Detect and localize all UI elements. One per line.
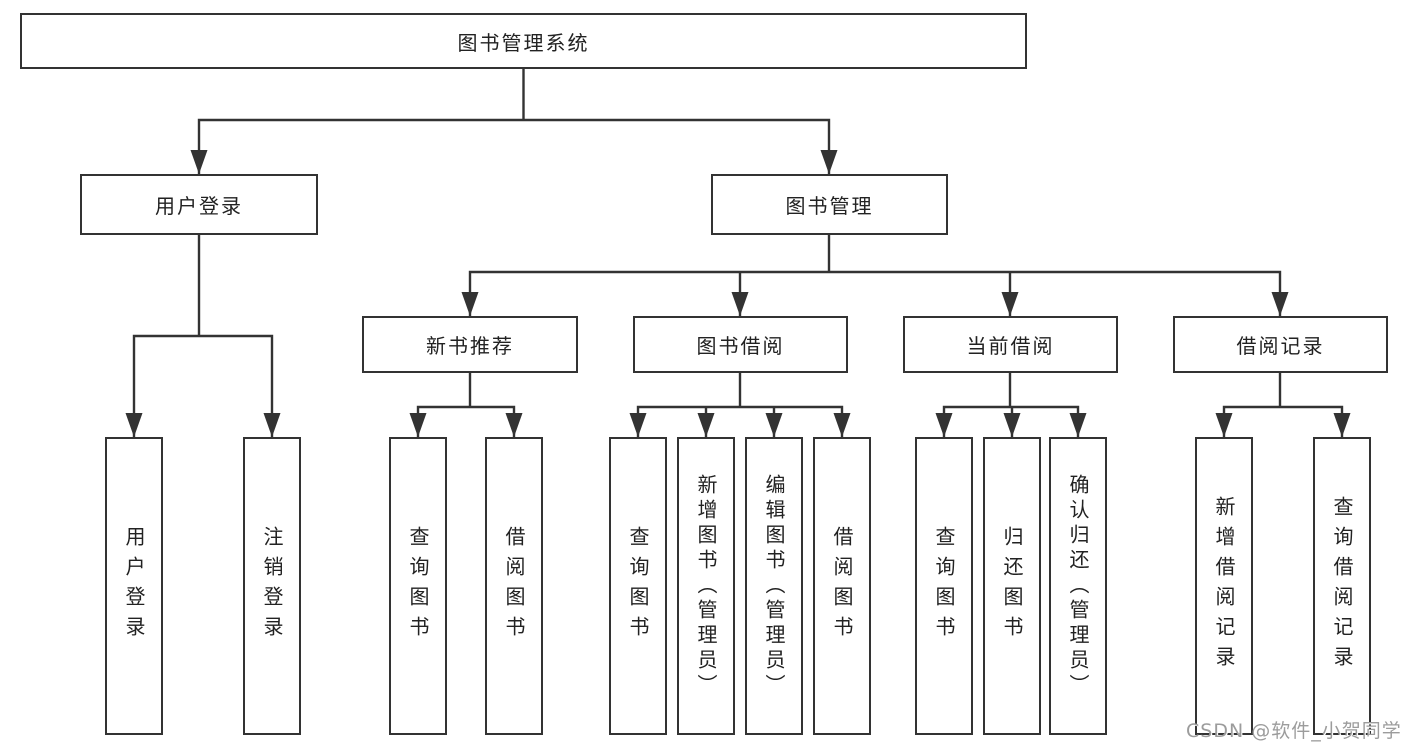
- leaf-query-borrow-record: 查询借阅记录: [1313, 437, 1371, 735]
- leaf-return-books: 归还图书: [983, 437, 1041, 735]
- node-current-borrowing: 当前借阅: [903, 316, 1118, 373]
- leaf-add-borrow-record: 新增借阅记录: [1195, 437, 1253, 735]
- watermark-text: CSDN @软件_小贺同学: [1186, 720, 1402, 742]
- node-borrowing-records: 借阅记录: [1173, 316, 1388, 373]
- leaf-user-login: 用户登录: [105, 437, 163, 735]
- leaf-query-books-newrec: 查询图书: [389, 437, 447, 735]
- leaf-edit-books-admin: 编辑图书（管理员）: [745, 437, 803, 735]
- node-book-management: 图书管理: [711, 174, 948, 235]
- node-root: 图书管理系统: [20, 13, 1027, 69]
- leaf-borrow-books-newrec: 借阅图书: [485, 437, 543, 735]
- leaf-logout-login: 注销登录: [243, 437, 301, 735]
- node-new-book-recommendation: 新书推荐: [362, 316, 578, 373]
- leaf-borrow-books-borrowing: 借阅图书: [813, 437, 871, 735]
- leaf-query-books-borrowing: 查询图书: [609, 437, 667, 735]
- leaf-query-books-current: 查询图书: [915, 437, 973, 735]
- node-user-login: 用户登录: [80, 174, 318, 235]
- leaf-confirm-return-admin: 确认归还（管理员）: [1049, 437, 1107, 735]
- leaf-add-books-admin: 新增图书（管理员）: [677, 437, 735, 735]
- node-book-borrowing: 图书借阅: [633, 316, 848, 373]
